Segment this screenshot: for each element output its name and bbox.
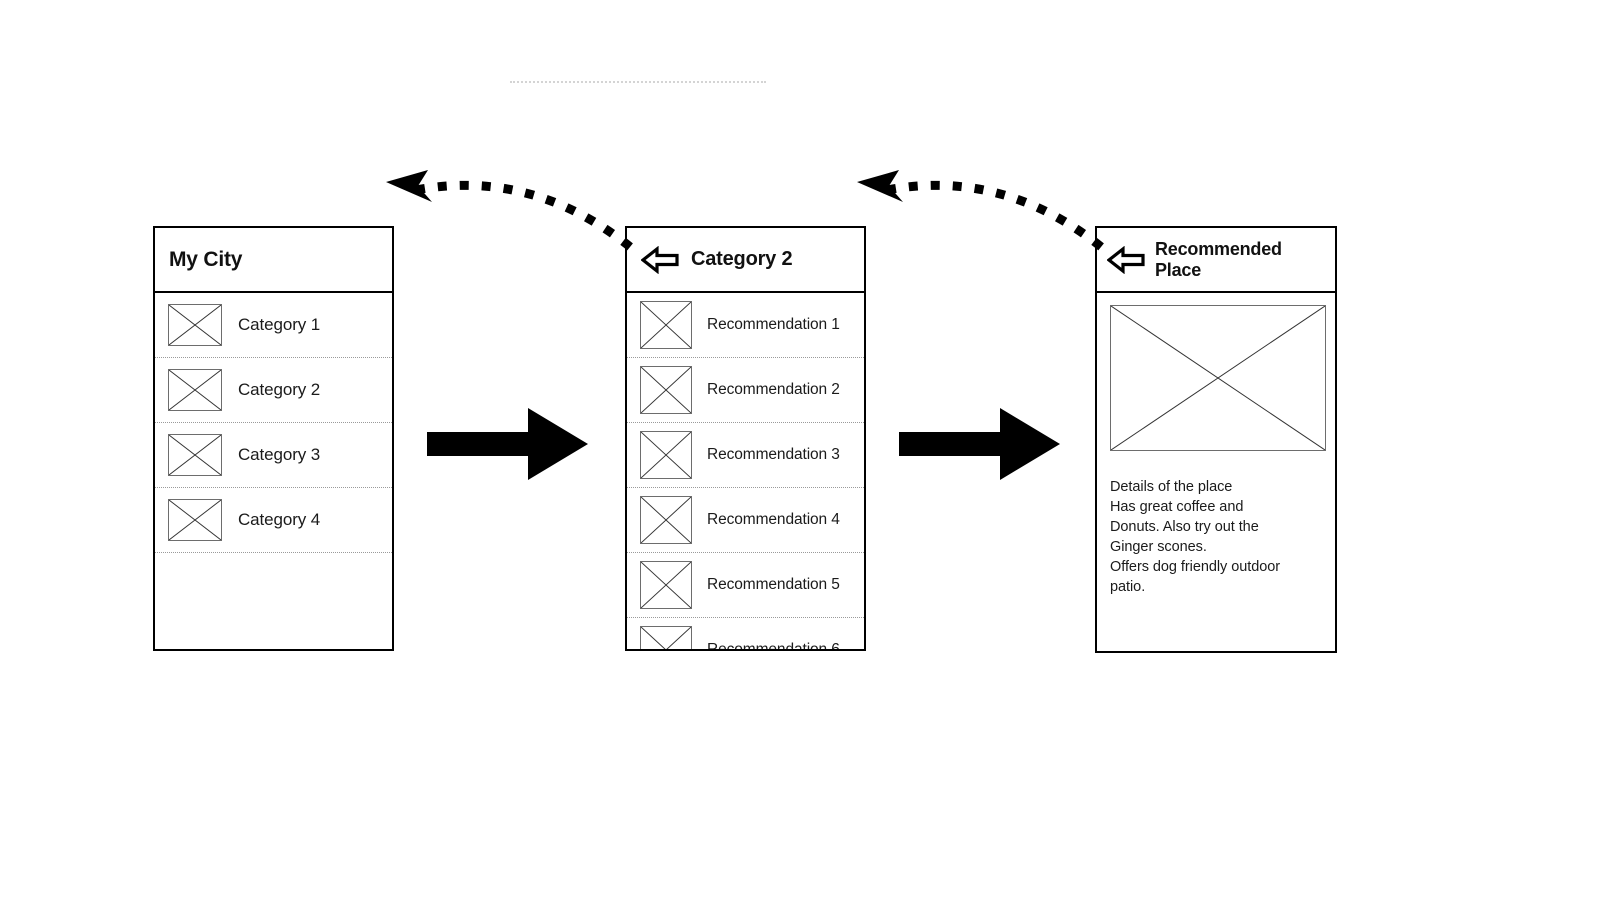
place-header: Recommended Place: [1097, 228, 1335, 293]
list-item[interactable]: Recommendation 5: [627, 553, 864, 618]
list-item-label: Recommendation 3: [707, 446, 840, 463]
image-placeholder-icon: [1110, 305, 1326, 451]
my-city-header: My City: [155, 228, 392, 293]
list-item-label: Recommendation 5: [707, 576, 840, 593]
back-arrow-icon[interactable]: [1107, 245, 1147, 274]
list-item[interactable]: Recommendation 4: [627, 488, 864, 553]
list-item[interactable]: Category 3: [155, 423, 392, 488]
list-item[interactable]: Category 2: [155, 358, 392, 423]
description-line: Donuts. Also try out the: [1110, 519, 1259, 535]
list-item[interactable]: Recommendation 6: [627, 618, 864, 651]
empty-list-area: [155, 553, 392, 649]
back-navigation-curve-1: [386, 170, 637, 254]
page-title: Recommended Place: [1155, 239, 1282, 280]
description-line: Ginger scones.: [1110, 539, 1207, 555]
list-item-label: Category 4: [238, 510, 321, 529]
image-placeholder-icon: [640, 301, 692, 349]
screen-category-2: Category 2 Recommendation 1: [625, 226, 866, 651]
image-placeholder-icon: [640, 561, 692, 609]
image-placeholder-icon: [640, 431, 692, 479]
list-item[interactable]: Recommendation 3: [627, 423, 864, 488]
image-placeholder-icon: [168, 304, 222, 346]
back-arrow-icon[interactable]: [641, 245, 681, 274]
list-item[interactable]: Category 1: [155, 293, 392, 358]
category-header: Category 2: [627, 228, 864, 293]
page-title: My City: [169, 247, 243, 271]
recommendation-list: Recommendation 1 Recommendation 2: [627, 293, 864, 651]
image-placeholder-icon: [640, 626, 692, 649]
list-item[interactable]: Category 4: [155, 488, 392, 553]
image-placeholder-icon: [640, 366, 692, 414]
image-placeholder-icon: [640, 496, 692, 544]
list-item-label: Category 3: [238, 445, 321, 464]
forward-arrow-to-category: [427, 408, 588, 480]
place-detail-body: Details of the place Has great coffee an…: [1097, 293, 1335, 597]
image-placeholder-icon: [168, 369, 222, 411]
list-item-label: Recommendation 6: [707, 641, 840, 651]
category-list: Category 1 Category 2: [155, 293, 392, 649]
description-line: Has great coffee and: [1110, 499, 1244, 515]
image-placeholder-icon: [168, 434, 222, 476]
place-description: Details of the place Has great coffee an…: [1110, 477, 1322, 597]
dotted-guide-line: [510, 81, 766, 83]
image-placeholder-icon: [168, 499, 222, 541]
list-item-label: Recommendation 1: [707, 316, 840, 333]
back-navigation-curve-2: [857, 170, 1108, 254]
list-item[interactable]: Recommendation 2: [627, 358, 864, 423]
list-item[interactable]: Recommendation 1: [627, 293, 864, 358]
page-title: Category 2: [691, 248, 793, 271]
description-line: patio.: [1110, 579, 1146, 595]
screen-my-city: My City Category 1: [153, 226, 394, 651]
list-item-label: Category 2: [238, 380, 321, 399]
description-line: Offers dog friendly outdoor: [1110, 559, 1281, 575]
list-item-label: Category 1: [238, 315, 321, 334]
screen-recommended-place: Recommended Place Details of the place H…: [1095, 226, 1337, 653]
list-item-label: Recommendation 2: [707, 381, 840, 398]
list-item-label: Recommendation 4: [707, 511, 840, 528]
description-line: Details of the place: [1110, 479, 1233, 495]
forward-arrow-to-place: [899, 408, 1060, 480]
